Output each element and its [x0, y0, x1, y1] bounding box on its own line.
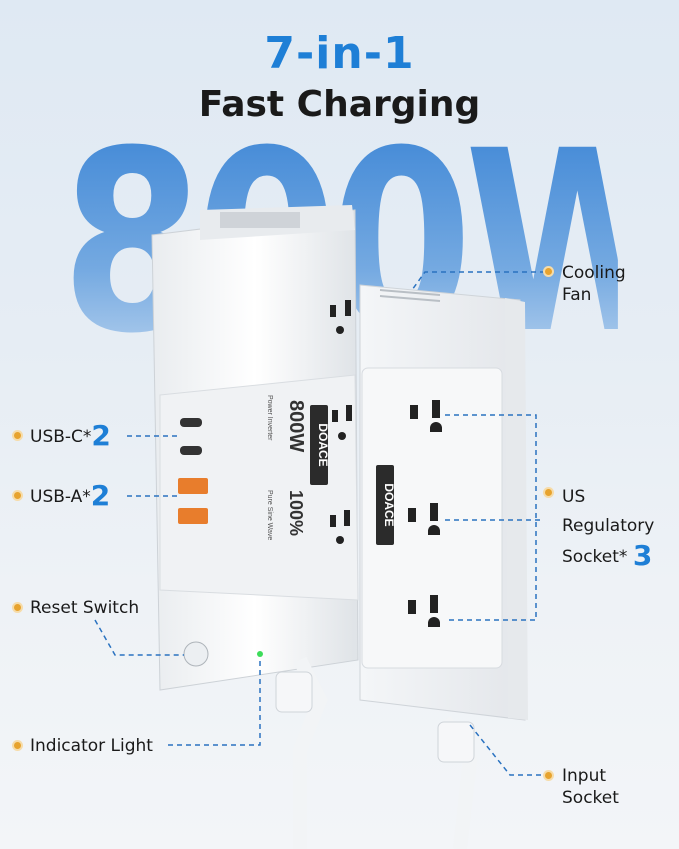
input-socket-label-line1: Input — [562, 766, 607, 786]
headline-7-in-1: 7-in-1 — [264, 28, 415, 79]
indicator-light-label: Indicator Light — [30, 736, 153, 756]
brand-badge-front — [310, 405, 328, 485]
device-efficiency-sub-print: Pure Sine Wave — [266, 490, 273, 540]
us-socket-label-line1: US — [562, 487, 586, 507]
input-socket-label: Input Socket — [562, 765, 619, 809]
indicator-light-bullet — [14, 742, 21, 749]
cooling-fan-label: Cooling Fan — [562, 262, 626, 306]
cooling-fan-vents — [379, 289, 441, 302]
usb-a-count: 2 — [90, 479, 111, 512]
callout-lines — [94, 271, 550, 776]
back-unit: DOACE — [359, 284, 528, 721]
us-socket-label-line3: Socket* — [562, 547, 628, 567]
us-outlet-1 — [410, 400, 442, 432]
us-socket-label: US Regulatory Socket* 3 — [562, 483, 654, 572]
brand-text-front: DOACE — [316, 423, 330, 466]
reset-switch — [183, 641, 209, 667]
device-power-print: 800W — [285, 400, 307, 452]
us-outlet-3 — [408, 595, 440, 627]
brand-badge-back — [376, 465, 394, 545]
us-socket-bullet — [545, 489, 552, 496]
power-cables — [275, 656, 478, 849]
input-socket-bullet — [545, 772, 552, 779]
front-unit: DOACE 800W Power Inverter 100% Pure Sine… — [151, 205, 359, 691]
usb-a-port-1 — [178, 478, 208, 494]
us-socket-label-line2: Regulatory — [562, 516, 655, 536]
us-socket-count: 3 — [632, 539, 653, 572]
usb-a-label: USB-A*2 — [30, 482, 110, 510]
usb-c-count: 2 — [91, 419, 111, 452]
us-outlet-2 — [408, 503, 440, 535]
usb-c-label-text: USB-C* — [30, 427, 92, 447]
brand-text-back: DOACE — [382, 483, 396, 526]
usb-c-port-1 — [180, 418, 202, 427]
reset-switch-bullet — [14, 604, 21, 611]
cooling-fan-label-line1: Cooling — [562, 263, 626, 283]
usb-c-port-2 — [180, 446, 202, 455]
cooling-fan-bullet — [545, 268, 552, 275]
cooling-fan-label-line2: Fan — [562, 285, 592, 305]
device-efficiency-print: 100% — [286, 490, 306, 536]
input-socket-label-line2: Socket — [562, 788, 619, 808]
reset-switch-label: Reset Switch — [30, 598, 140, 618]
usb-a-label-text: USB-A* — [30, 487, 91, 507]
usb-c-label: USB-C*2 — [30, 422, 111, 450]
device-power-sub-print: Power Inverter — [266, 395, 273, 441]
indicator-light — [257, 651, 263, 657]
usb-a-port-2 — [178, 508, 208, 524]
usb-c-bullet — [14, 432, 21, 439]
headline-fast-charging: Fast Charging — [198, 84, 481, 125]
usb-a-bullet — [14, 492, 21, 499]
